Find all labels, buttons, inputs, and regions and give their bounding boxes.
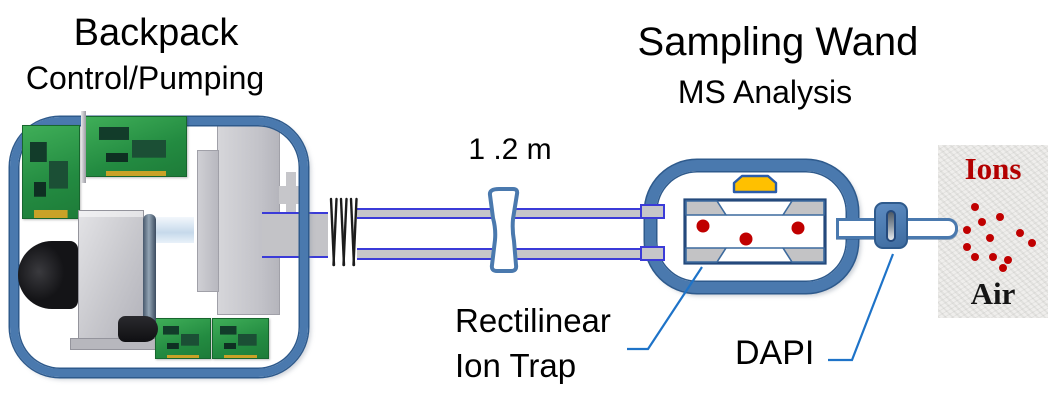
feedthrough-connector — [279, 172, 303, 218]
circuit-board-small-2 — [212, 318, 269, 359]
vacuum-hose-elbow — [118, 316, 158, 342]
tube-coupler-block — [262, 212, 328, 258]
ions-label: Ions — [964, 151, 1022, 186]
circuit-board-vertical — [22, 125, 80, 219]
air-label: Air — [970, 276, 1016, 311]
dapi-pinch-slot — [886, 210, 896, 242]
wand-inlet-flange-top — [640, 204, 665, 219]
trap-electrode-bl — [685, 247, 727, 263]
ion-trap-callout: Rectilinear Ion Trap — [455, 298, 611, 388]
pump-motor-cylinder — [18, 241, 78, 309]
pump-housing-panel — [197, 150, 219, 292]
dapi-valve — [874, 202, 908, 249]
vacuum-hose — [143, 214, 156, 326]
detector-icon — [732, 174, 778, 194]
trapped-ion-dots — [696, 219, 805, 246]
backpack-subtitle: Control/Pumping — [25, 60, 265, 96]
circuit-board-small-1 — [155, 318, 211, 359]
tube-length-label: 1 .2 m — [468, 133, 552, 166]
wand-subtitle: MS Analysis — [677, 74, 853, 110]
trapped-ion-dot — [739, 232, 753, 246]
ion-trap-callout-line1: Rectilinear — [455, 302, 611, 339]
wand-inlet-flange-bottom — [640, 246, 665, 261]
trapped-ion-dot — [791, 221, 805, 235]
trap-electrode-br — [782, 247, 825, 263]
rectilinear-ion-trap — [683, 198, 827, 265]
dapi-callout: DAPI — [735, 334, 815, 372]
circuit-board-horizontal — [81, 111, 187, 183]
backpack-title: Backpack — [73, 12, 239, 54]
ion-trap-callout-line2: Ion Trap — [455, 347, 577, 384]
wand-title: Sampling Wand — [637, 20, 919, 64]
bellows-coil — [329, 197, 358, 267]
trapped-ion-dot — [696, 219, 710, 233]
length-break-symbol — [487, 187, 520, 273]
